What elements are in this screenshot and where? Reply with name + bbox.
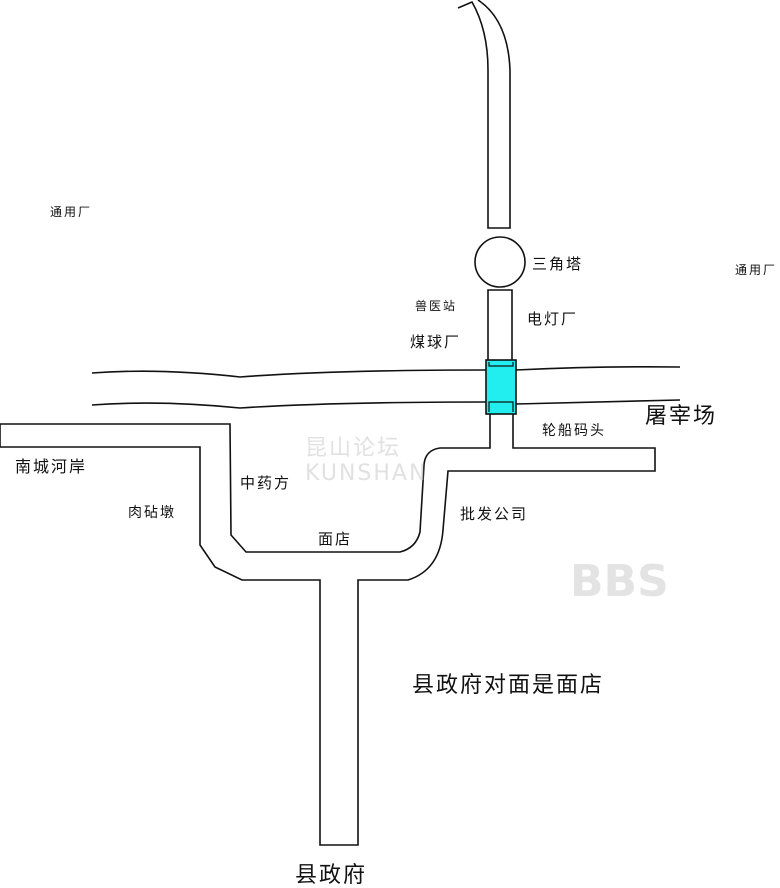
- label-tongyong-right: 通用厂: [735, 263, 778, 277]
- label-diandengchang: 电灯厂: [527, 310, 579, 328]
- bridge: [485, 359, 517, 415]
- label-tongyong-left: 通用厂: [50, 205, 93, 219]
- label-note: 县政府对面是面店: [412, 673, 605, 698]
- watermark-cn: 昆山论坛: [305, 436, 402, 461]
- label-nanchenghean: 南城河岸: [15, 457, 88, 476]
- label-tuzaichang: 屠宰场: [645, 404, 718, 429]
- river-south-bank: [91, 399, 681, 409]
- north-road: [457, 0, 511, 229]
- label-sanjiaota: 三角塔: [532, 255, 584, 273]
- label-rouzhendun: 肉砧墩: [128, 505, 176, 521]
- watermark-en: KUNSHAN: [305, 461, 428, 487]
- label-xianzhengfu: 县政府: [295, 863, 368, 888]
- watermark-bbs: BBS: [570, 556, 669, 607]
- label-miandian: 面店: [318, 530, 353, 548]
- label-meiqiuchang: 煤球厂: [410, 333, 462, 351]
- road-network: [0, 414, 656, 846]
- north-road-lower: [487, 289, 513, 360]
- river-north-bank: [91, 366, 681, 378]
- label-shouyizhan: 兽医站: [415, 299, 458, 313]
- triangle-tower-circle: [474, 236, 526, 288]
- label-pifagongsi: 批发公司: [460, 505, 529, 523]
- label-zhongyaofang: 中药方: [240, 474, 292, 492]
- label-lunchuanmatou: 轮船码头: [542, 423, 606, 439]
